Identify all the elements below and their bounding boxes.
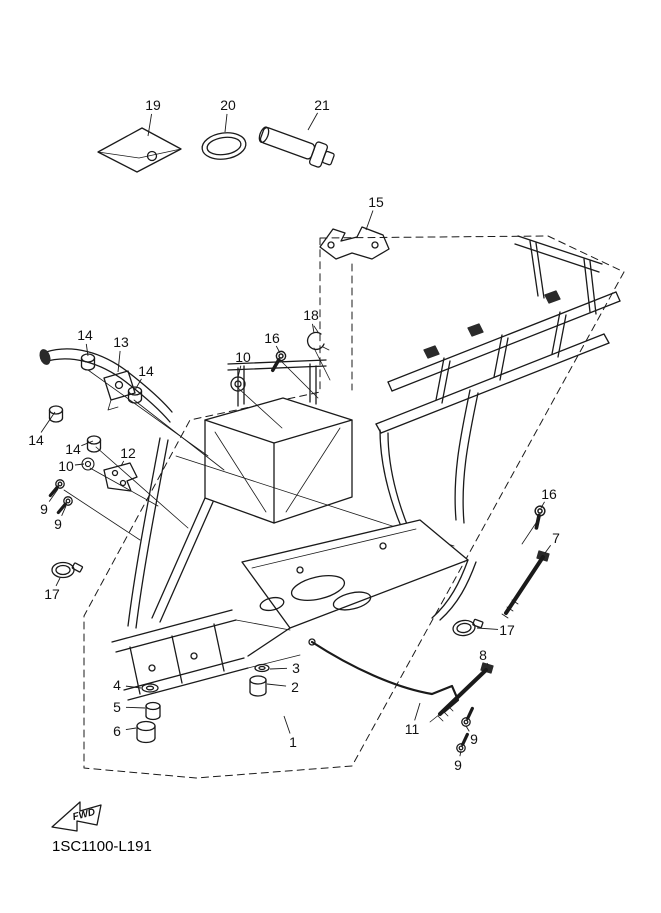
- callout-label-15: 15: [368, 194, 384, 210]
- callout-leader-1: [283, 715, 291, 734]
- callout-label-9: 9: [40, 501, 48, 517]
- callout-leader-14: [134, 378, 142, 391]
- callout-leader-9: [61, 505, 67, 516]
- part-7-bolt: [501, 550, 550, 619]
- part-13-stay: [103, 370, 136, 411]
- part-12-bracket: [103, 462, 138, 492]
- callout-label-9: 9: [54, 516, 62, 532]
- callout-leader-14: [85, 343, 89, 357]
- callout-label-5: 5: [113, 699, 121, 715]
- callout-leader-9: [465, 725, 470, 732]
- part-3-washer: [254, 663, 270, 673]
- callout-leader-4: [125, 685, 142, 689]
- callout-leader-17: [55, 577, 61, 587]
- callout-leader-10: [237, 365, 242, 378]
- part-8-bolt: [437, 662, 494, 722]
- callout-label-14: 14: [65, 441, 81, 457]
- part-18-clamp: [306, 325, 331, 381]
- callout-label-3: 3: [292, 660, 300, 676]
- callout-leader-3: [269, 667, 288, 670]
- callout-leader-5: [125, 706, 146, 709]
- callout-leader-13: [117, 350, 121, 373]
- part-14-collars: [48, 353, 143, 453]
- callout-leader-14: [81, 440, 94, 447]
- fwd-label: FWD: [72, 807, 97, 823]
- callout-label-4: 4: [113, 677, 121, 693]
- callout-label-9: 9: [470, 731, 478, 747]
- callout-leader-14: [40, 411, 56, 433]
- callout-label-16: 16: [264, 330, 280, 346]
- callout-label-9: 9: [454, 757, 462, 773]
- callout-label-17: 17: [44, 586, 60, 602]
- callout-label-16: 16: [541, 486, 557, 502]
- callout-leader-21: [307, 112, 318, 131]
- callout-leader-20: [224, 113, 228, 133]
- callout-leader-16: [275, 345, 281, 354]
- frame-part-1: [63, 235, 621, 723]
- callout-label-18: 18: [303, 307, 319, 323]
- callout-label-10: 10: [235, 349, 251, 365]
- callout-leader-7: [544, 544, 552, 554]
- part-9-bolts: [45, 476, 478, 756]
- callout-label-14: 14: [28, 432, 44, 448]
- callout-label-20: 20: [220, 97, 236, 113]
- callout-label-19: 19: [145, 97, 161, 113]
- callout-leader-9: [48, 488, 59, 502]
- callout-label-14: 14: [138, 363, 154, 379]
- callout-leader-11: [414, 702, 421, 721]
- callout-label-1: 1: [289, 734, 297, 750]
- part-21-tool-cylinder: [258, 126, 335, 168]
- part-19-tool-bag: [97, 127, 182, 173]
- callout-label-2: 2: [291, 679, 299, 695]
- part-4-washer: [141, 683, 159, 693]
- callout-leader-15: [365, 210, 374, 231]
- front-carrier-bar: [39, 348, 173, 423]
- callout-label-21: 21: [314, 97, 330, 113]
- callout-label-17: 17: [499, 622, 515, 638]
- callout-leader-10: [74, 463, 85, 466]
- fwd-marker: FWD: [51, 801, 102, 832]
- callout-leader-19: [147, 113, 153, 137]
- callout-label-8: 8: [479, 647, 487, 663]
- callout-label-12: 12: [120, 445, 136, 461]
- callout-leader-6: [125, 727, 137, 731]
- callout-label-6: 6: [113, 723, 121, 739]
- callout-leader-8: [486, 662, 489, 666]
- callout-label-7: 7: [552, 530, 560, 546]
- callout-label-13: 13: [113, 334, 129, 350]
- part-6-damper: [136, 720, 156, 744]
- callout-leader-9: [459, 750, 462, 757]
- part-15-bracket: [319, 226, 390, 260]
- part-5-collar: [145, 701, 161, 721]
- callout-leader-16: [540, 501, 545, 509]
- callout-leader-2: [266, 683, 287, 687]
- callout-label-14: 14: [77, 327, 93, 343]
- part-2-damper: [249, 675, 267, 697]
- callout-leader-17: [476, 627, 499, 630]
- callout-leader-18: [312, 323, 315, 334]
- part-20-oring: [201, 132, 247, 160]
- callout-leader-12: [120, 460, 125, 467]
- callout-label-11: 11: [405, 721, 420, 737]
- part-code: 1SC1100-L191: [52, 838, 152, 855]
- part-11-rod: [308, 638, 460, 714]
- callout-label-10: 10: [58, 458, 74, 474]
